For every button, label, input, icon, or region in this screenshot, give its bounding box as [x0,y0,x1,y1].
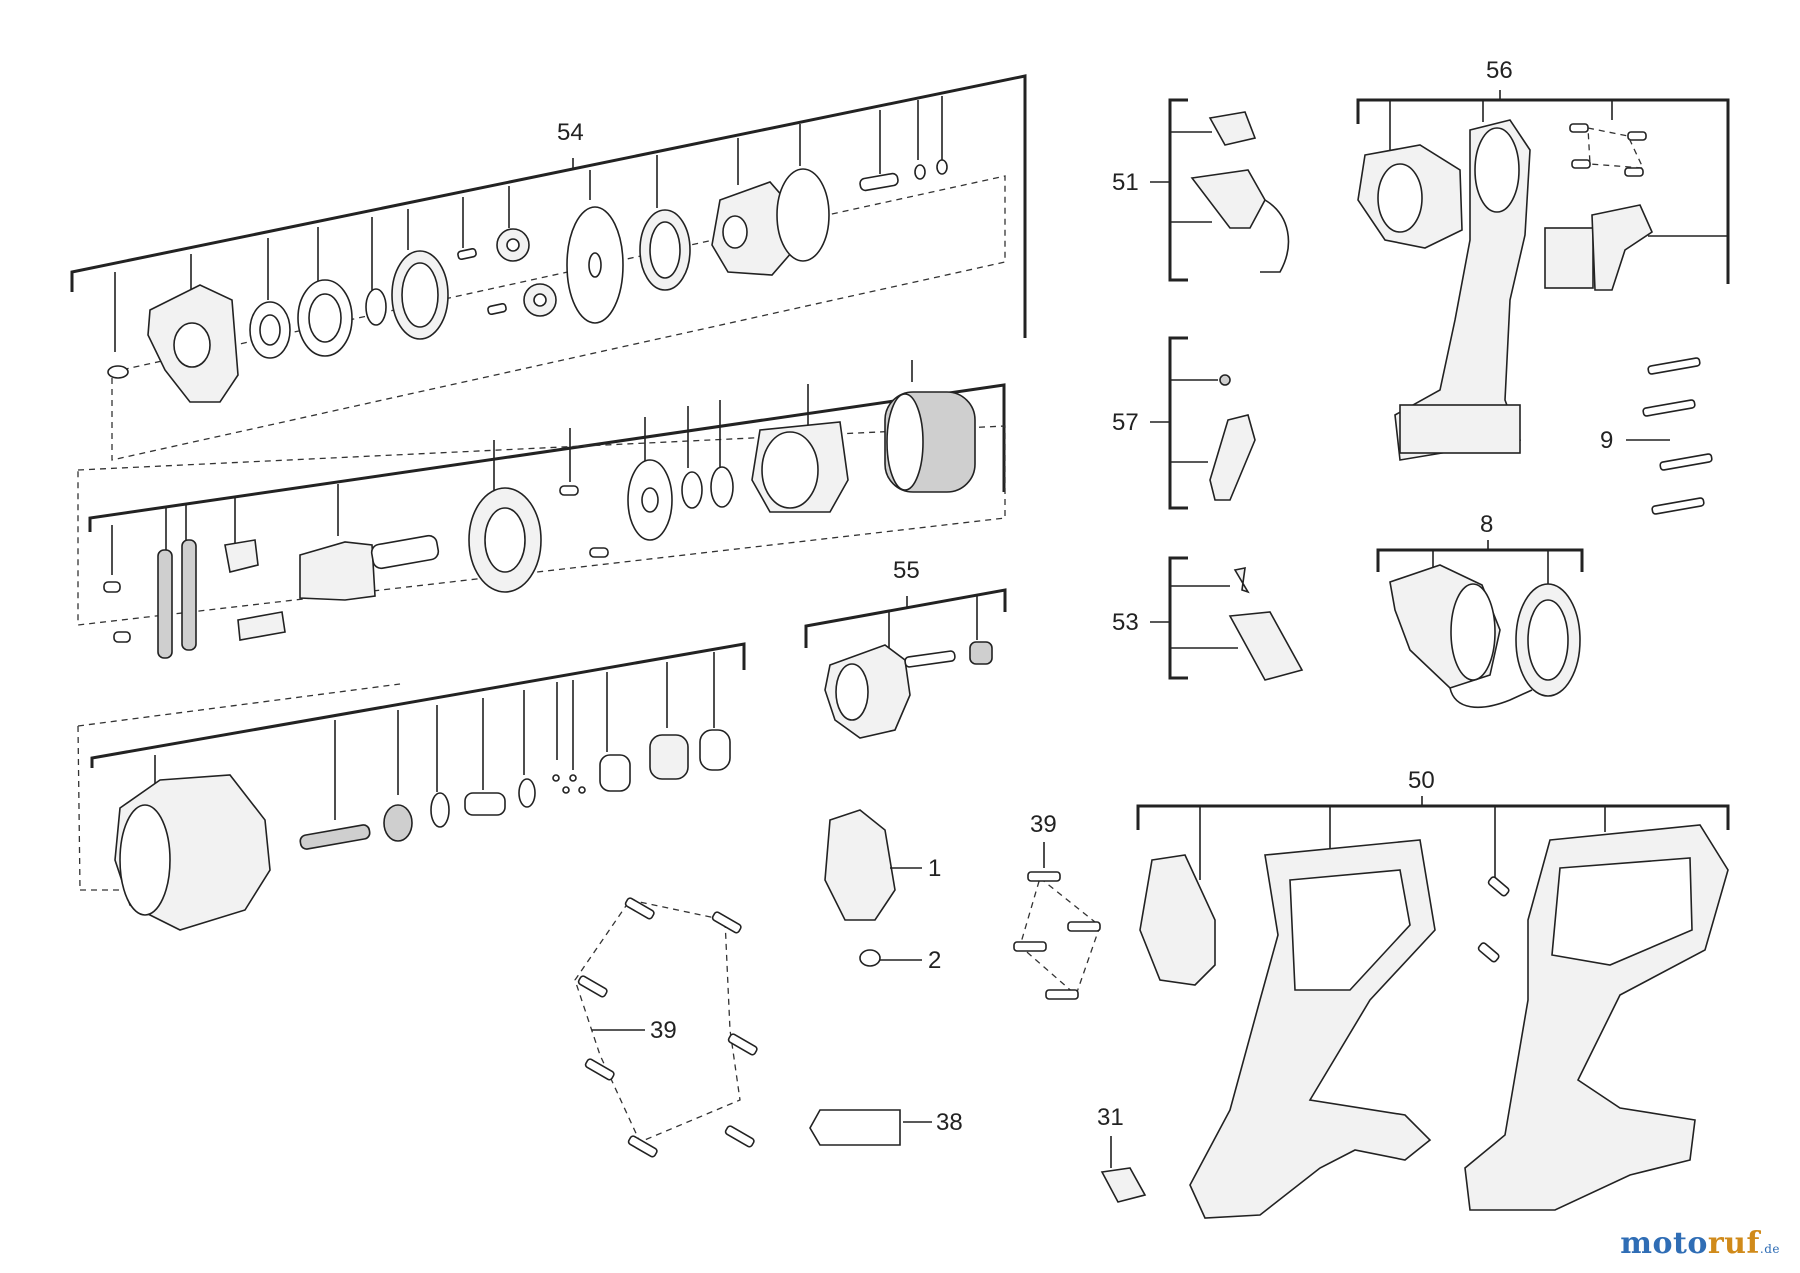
switch-module [1544,227,1594,289]
bracket-57 [1168,336,1188,510]
part-31-group: 31 [1097,1104,1147,1203]
label-55: 55 [893,557,920,584]
screw-part [107,365,129,379]
spring-small [299,824,371,850]
spring-part [157,549,173,659]
label-plate-group: 38 [809,1109,963,1146]
hammer-part [299,541,376,601]
dashed-frame-54 [111,175,1006,461]
label-53: 53 [1112,609,1139,636]
watermark-suffix: .de [1759,1242,1780,1256]
label-9: 9 [1600,427,1613,454]
switch-cap [1208,111,1257,146]
belt-clip-group: 1 2 [824,809,941,974]
board-screw [1569,123,1589,133]
bolt-part [859,172,899,192]
anvil-shaft [370,534,440,570]
o-ring [365,288,387,326]
label-1: 1 [928,855,941,882]
label-51: 51 [1112,169,1139,196]
pin-part [457,247,477,261]
label-54: 54 [557,119,584,146]
pin-part [103,581,121,593]
trigger [1591,204,1654,291]
label-39-left: 39 [650,1017,677,1044]
gasket-ring [776,168,830,262]
group-9: 9 [1600,357,1713,515]
screw-part [1027,871,1061,882]
screw-cluster-39-mid: 39 [1013,811,1101,1000]
label-38: 38 [936,1109,963,1136]
group-56: 56 [1356,57,1730,461]
screw-part [624,897,655,920]
cap-part [699,729,731,771]
group-front-housing [77,642,746,931]
clip-screw [859,949,881,967]
group-57: 57 [1112,336,1256,510]
switch-housing [1190,169,1266,229]
bracket-54 [70,74,1027,338]
label-plate [809,1109,901,1146]
group-53: 53 [1112,556,1304,681]
nut-part [649,734,689,780]
dashed-frame-middle [77,425,1006,626]
bracket-8 [1376,548,1584,572]
small-clip [1233,566,1250,594]
label-2: 2 [928,947,941,974]
label-39-mid: 39 [1030,811,1057,838]
rotor-bearing [969,641,993,665]
collar-part [599,754,631,792]
group-8: 8 [1376,511,1584,708]
group-50: 50 [1136,767,1730,1219]
gear-carrier [711,181,793,276]
group-51: 51 [1112,98,1290,282]
motor-cover [1139,854,1216,986]
belt-clip [824,809,896,921]
direction-lever [1209,414,1256,501]
pin-part-2 [559,485,579,496]
sleeve-part [464,792,506,816]
board-base [1399,404,1521,454]
led-holder [1228,611,1304,681]
small-latch [1100,1167,1147,1203]
label-50: 50 [1408,767,1435,794]
bracket-50 [1136,804,1730,830]
long-screw [1647,357,1701,375]
watermark-part1: moto [1620,1226,1708,1261]
bracket-lower [90,642,746,768]
label-31: 31 [1097,1104,1124,1131]
watermark-logo: motoruf.de [1620,1226,1780,1261]
label-57: 57 [1112,409,1139,436]
housing-screw [1487,876,1510,897]
label-8: 8 [1480,511,1493,538]
bracket-55 [804,588,1007,648]
group-54: 54 [70,74,1027,461]
key-part [224,539,259,573]
bracket-middle [88,383,1006,532]
group-impact-mechanism [77,360,1006,659]
screw-cluster-39-left: 39 [574,897,758,1158]
bracket-51 [1168,98,1188,282]
bracket-53 [1168,556,1188,680]
group-55: 55 [804,557,1007,739]
spring-coil [383,804,413,842]
dashed-frame-lower [77,683,401,891]
small-spring [1219,374,1231,386]
label-56: 56 [1486,57,1513,84]
bracket-56 [1356,98,1730,284]
watermark-part2: ruf [1707,1226,1760,1261]
